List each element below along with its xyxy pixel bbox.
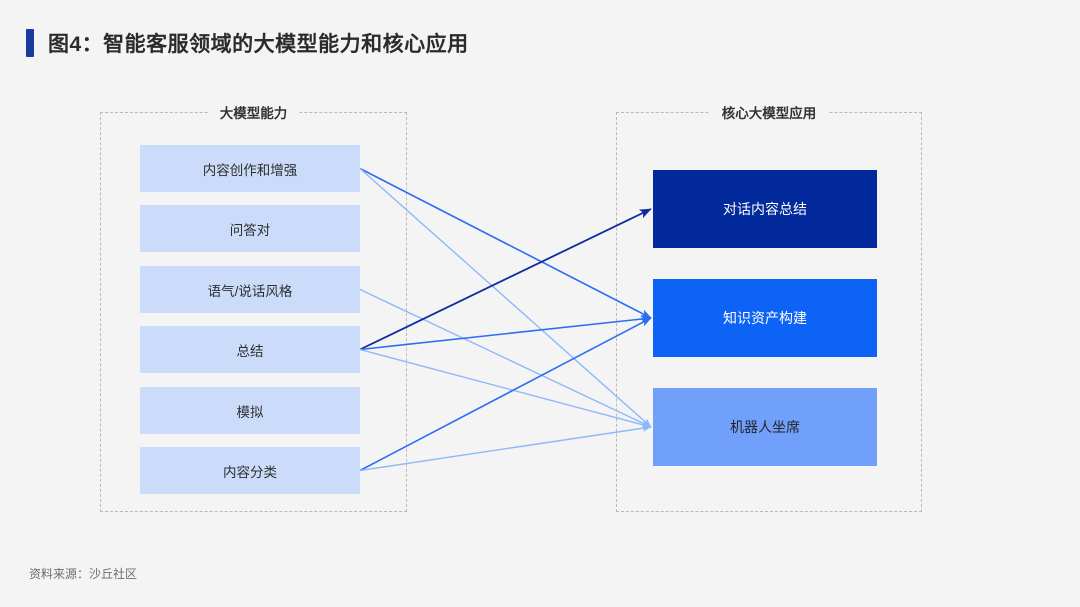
capability-box-1[interactable]: 内容创作和增强 (140, 145, 360, 192)
capability-box-5[interactable]: 模拟 (140, 387, 360, 434)
capability-label: 内容创作和增强 (202, 162, 298, 178)
source-note: 资料来源：沙丘社区 (29, 567, 138, 581)
application-box-1[interactable]: 对话内容总结 (653, 170, 877, 248)
capability-box-6[interactable]: 内容分类 (140, 447, 360, 494)
capability-box-2[interactable]: 问答对 (140, 205, 360, 252)
application-label: 知识资产构建 (723, 310, 807, 326)
capability-box-3[interactable]: 语气/说话风格 (140, 266, 360, 313)
title-accent-bar (26, 29, 34, 57)
capability-label: 总结 (236, 343, 264, 359)
application-box-3[interactable]: 机器人坐席 (653, 388, 877, 466)
capability-label: 问答对 (229, 222, 271, 238)
capability-label: 模拟 (236, 404, 264, 420)
capability-box-4[interactable]: 总结 (140, 326, 360, 373)
panel-applications-title: 核心大模型应用 (709, 102, 829, 122)
page-title-text: 图4：智能客服领域的大模型能力和核心应用 (48, 33, 469, 56)
panel-capabilities-title: 大模型能力 (207, 102, 300, 122)
application-label: 机器人坐席 (730, 419, 800, 435)
page-title: 图4：智能客服领域的大模型能力和核心应用 (26, 28, 469, 58)
application-label: 对话内容总结 (723, 201, 807, 217)
application-box-2[interactable]: 知识资产构建 (653, 279, 877, 357)
capability-label: 语气/说话风格 (207, 283, 293, 299)
capability-label: 内容分类 (223, 464, 277, 480)
